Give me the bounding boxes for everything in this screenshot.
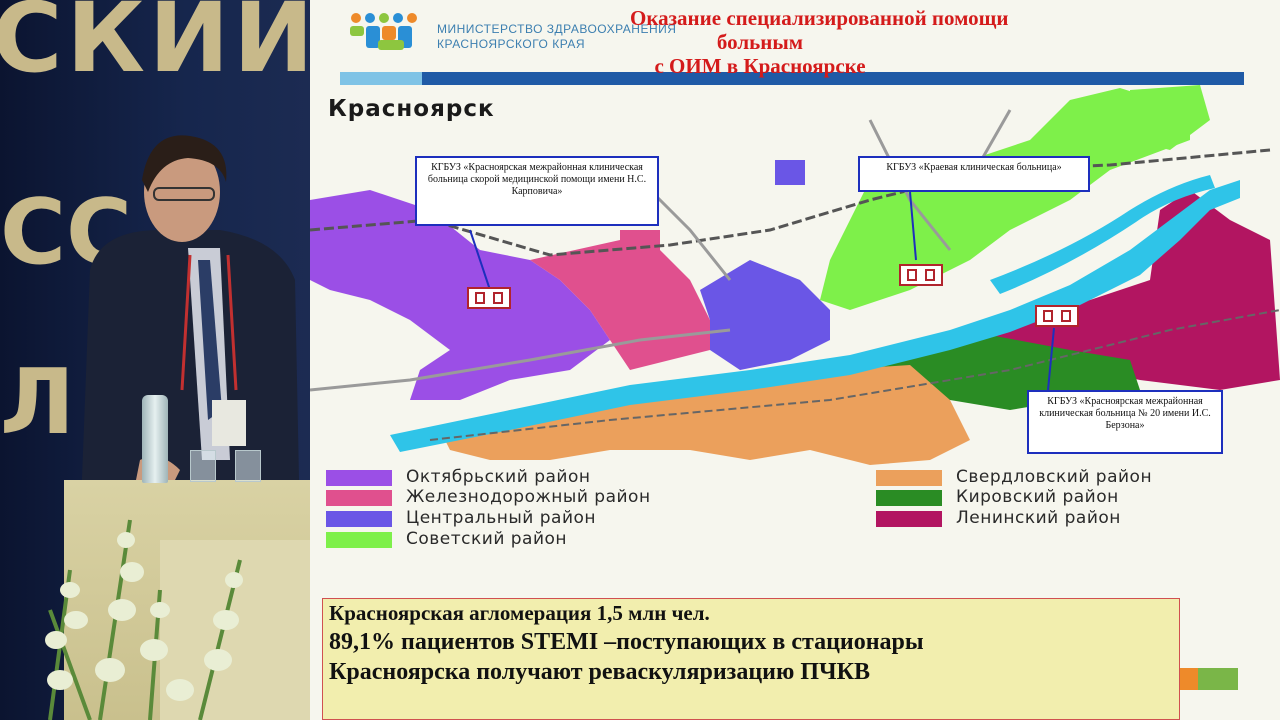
district-sverdlovsky bbox=[440, 365, 970, 465]
hospital-icon bbox=[1035, 305, 1079, 327]
district-zheleznodorozhny bbox=[620, 230, 660, 260]
info-line-2: 89,1% пациентов STEMI –поступающих в ста… bbox=[329, 629, 924, 655]
glass bbox=[235, 450, 261, 482]
info-line-3: Красноярска получают реваскуляризацию ПЧ… bbox=[329, 659, 871, 685]
district-oktyabrsky bbox=[310, 190, 610, 400]
legend-label: Свердловский район bbox=[956, 467, 1153, 487]
legend-swatch bbox=[876, 511, 942, 527]
title-bar bbox=[340, 72, 1244, 85]
glass bbox=[190, 450, 216, 482]
callout-regional-hospital: КГБУЗ «Краевая клиническая больница» bbox=[858, 156, 1090, 192]
stage-photo: СКИЙ СС Л bbox=[0, 0, 310, 720]
district-sovetsky bbox=[1130, 85, 1210, 150]
hospital-icon bbox=[467, 287, 511, 309]
district-tsentralny bbox=[775, 160, 805, 185]
legend-swatch bbox=[326, 511, 392, 527]
river-branch bbox=[990, 175, 1215, 294]
callout-connector bbox=[1047, 327, 1055, 391]
ministry-name: МИНИСТЕРСТВО ЗДРАВООХРАНЕНИЯ КРАСНОЯРСКО… bbox=[437, 22, 676, 52]
ministry-line-2: КРАСНОЯРСКОГО КРАЯ bbox=[437, 37, 586, 51]
info-box: Красноярская агломерация 1,5 млн чел. 89… bbox=[322, 598, 1180, 720]
speaker bbox=[80, 135, 300, 530]
callout-berzon: КГБУЗ «Красноярская межрайонная клиничес… bbox=[1027, 390, 1223, 454]
legend-label: Кировский район bbox=[956, 487, 1119, 507]
ministry-logo-icon bbox=[350, 13, 417, 50]
callout-karpovich: КГБУЗ «Красноярская межрайонная клиничес… bbox=[415, 156, 659, 226]
river bbox=[390, 180, 1240, 452]
railway bbox=[429, 309, 1280, 441]
hospital-icon bbox=[899, 264, 943, 286]
district-tsentralny bbox=[700, 260, 830, 370]
accent-bar-orange bbox=[1180, 668, 1198, 690]
title-line-2: больным bbox=[716, 30, 804, 54]
title-line-1: Оказание специализированной помощи bbox=[630, 6, 1009, 30]
legend-label: Ленинский район bbox=[956, 508, 1121, 528]
callout-connector bbox=[469, 229, 491, 291]
water-bottle bbox=[142, 395, 168, 483]
legend-swatch bbox=[326, 532, 392, 548]
accent-bar-green bbox=[1198, 668, 1238, 690]
ministry-line-1: МИНИСТЕРСТВО ЗДРАВООХРАНЕНИЯ bbox=[437, 22, 677, 36]
city-district-map bbox=[310, 85, 1280, 465]
legend-swatch bbox=[876, 490, 942, 506]
slide-title: Оказание специализированной помощи больн… bbox=[630, 6, 1009, 78]
legend-swatch bbox=[876, 470, 942, 486]
district-leninsky bbox=[970, 190, 1280, 390]
flowers bbox=[45, 519, 243, 720]
map-city-title: Красноярск bbox=[328, 96, 495, 122]
legend-label: Советский район bbox=[406, 529, 568, 549]
backdrop-text-1: СКИЙ bbox=[0, 0, 310, 94]
district-sovetsky bbox=[820, 88, 1190, 310]
road bbox=[310, 109, 1012, 392]
backdrop-text-3: Л bbox=[0, 350, 75, 455]
presentation-slide: МИНИСТЕРСТВО ЗДРАВООХРАНЕНИЯ КРАСНОЯРСКО… bbox=[310, 0, 1280, 720]
legend-label: Октябрьский район bbox=[406, 467, 591, 487]
callout-connector bbox=[909, 191, 917, 261]
legend-label: Центральный район bbox=[406, 508, 597, 528]
info-line-1: Красноярская агломерация 1,5 млн чел. bbox=[329, 601, 710, 625]
legend-label: Железнодорожный район bbox=[406, 487, 651, 507]
legend-swatch bbox=[326, 470, 392, 486]
title-line-3: с ОИМ в Красноярске bbox=[654, 54, 866, 78]
legend-swatch bbox=[326, 490, 392, 506]
